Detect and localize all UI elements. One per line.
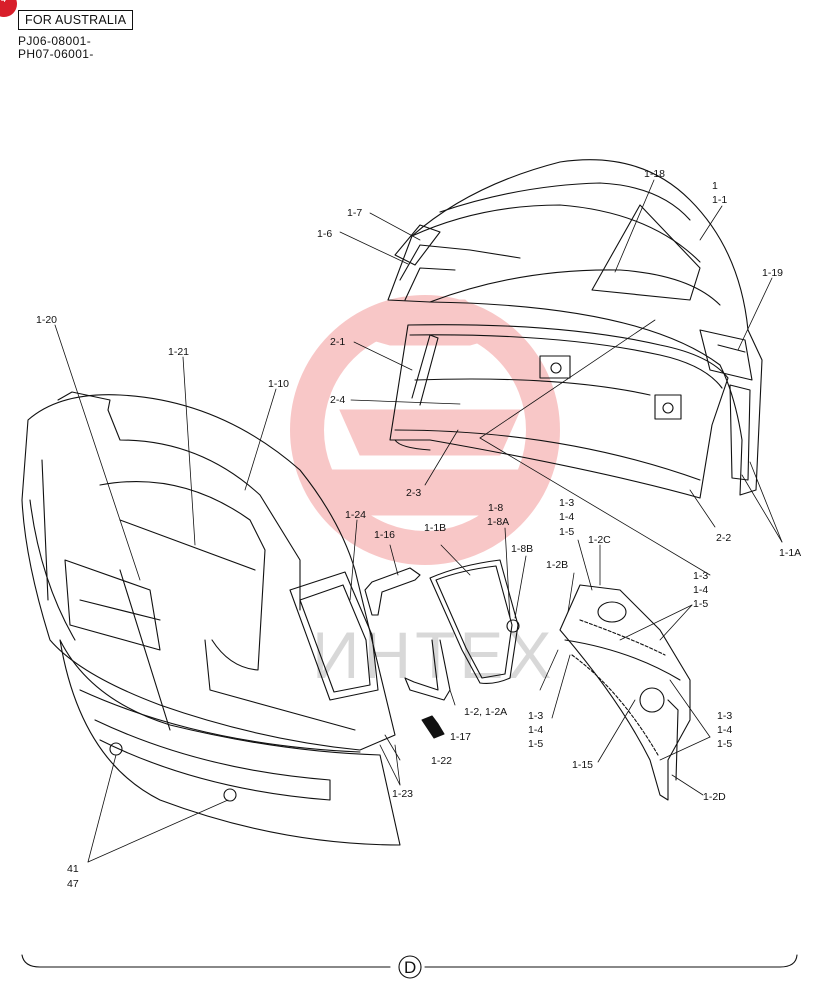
callout-1-22: 1-22 <box>431 755 452 767</box>
inner-panel-assembly <box>389 324 729 499</box>
watermark-logo <box>290 295 560 565</box>
callout-1-3-top: 1-3 <box>559 497 574 509</box>
callout-1-20: 1-20 <box>36 314 57 326</box>
callout-1-4-lower: 1-4 <box>528 724 543 736</box>
sheet-bracket <box>21 954 798 979</box>
callout-1-2-1-2a: 1-2, 1-2A <box>464 706 507 718</box>
region-label: FOR AUSTRALIA <box>18 10 134 30</box>
callout-1-21: 1-21 <box>168 346 189 358</box>
callout-1-10: 1-10 <box>268 378 289 390</box>
callout-1-5-lower: 1-5 <box>528 738 543 750</box>
callout-1-2b: 1-2B <box>546 559 568 571</box>
front-grille-lower <box>59 639 401 846</box>
serial-range-2: PH07-06001- <box>18 47 94 61</box>
grommet-1-8b <box>506 619 520 633</box>
page-marker-badge: 4 <box>0 0 17 17</box>
callout-1-6: 1-6 <box>317 228 332 240</box>
callout-1-15: 1-15 <box>572 759 593 771</box>
front-hood-panel <box>21 391 396 751</box>
arrow-marker <box>421 715 445 739</box>
callout-47: 47 <box>67 878 79 890</box>
callout-1-19: 1-19 <box>762 267 783 279</box>
watermark-base <box>299 469 551 516</box>
callout-1-8a: 1-8A <box>487 516 509 528</box>
callout-1-1: 1-1 <box>712 194 727 206</box>
watermark-ring <box>290 295 560 565</box>
callout-1-3-lower: 1-3 <box>528 710 543 722</box>
callout-1-23: 1-23 <box>392 788 413 800</box>
callout-1-8b: 1-8B <box>511 543 533 555</box>
callout-1-8: 1-8 <box>488 502 503 514</box>
lamp-lens-1-1b <box>429 559 519 684</box>
callout-1-4-side: 1-4 <box>717 724 732 736</box>
callout-2-2: 2-2 <box>716 532 731 544</box>
callout-1-1b: 1-1B <box>424 522 446 534</box>
lamp-frame-1-16 <box>364 567 451 701</box>
callout-1-2d: 1-2D <box>703 791 726 803</box>
page-marker-number: 4 <box>1 0 6 4</box>
callout-2-4: 2-4 <box>330 394 345 406</box>
callout-1-3-right: 1-3 <box>693 570 708 582</box>
callout-1-5-top: 1-5 <box>559 526 574 538</box>
callout-labels: 1-18 1 1-1 1-7 1-6 1-19 1-20 1-21 1-10 2… <box>36 168 801 890</box>
callout-1-24: 1-24 <box>345 509 366 521</box>
callout-1-7: 1-7 <box>347 207 362 219</box>
callout-1-18: 1-18 <box>644 168 665 180</box>
callout-1-5-side: 1-5 <box>717 738 732 750</box>
callout-1-3-side: 1-3 <box>717 710 732 722</box>
callout-2-1: 2-1 <box>330 336 345 348</box>
callout-1-16: 1-16 <box>374 529 395 541</box>
callout-1-2c: 1-2C <box>588 534 611 546</box>
rear-hood-panel <box>387 159 763 496</box>
callout-1-4-top: 1-4 <box>559 511 574 523</box>
callout-2-3: 2-3 <box>406 487 421 499</box>
leader-lines <box>54 179 783 863</box>
callout-1-17: 1-17 <box>450 731 471 743</box>
callout-1-1a: 1-1A <box>779 547 801 559</box>
callout-1-5-right: 1-5 <box>693 598 708 610</box>
sheet-letter: D <box>404 958 416 977</box>
serial-range-1: PJ06-08001- <box>18 34 92 48</box>
callout-1-4-right: 1-4 <box>693 584 708 596</box>
callout-1: 1 <box>712 180 718 192</box>
watermark-bar <box>339 409 521 456</box>
callout-41: 41 <box>67 863 79 875</box>
side-panel-1-15 <box>559 584 691 801</box>
